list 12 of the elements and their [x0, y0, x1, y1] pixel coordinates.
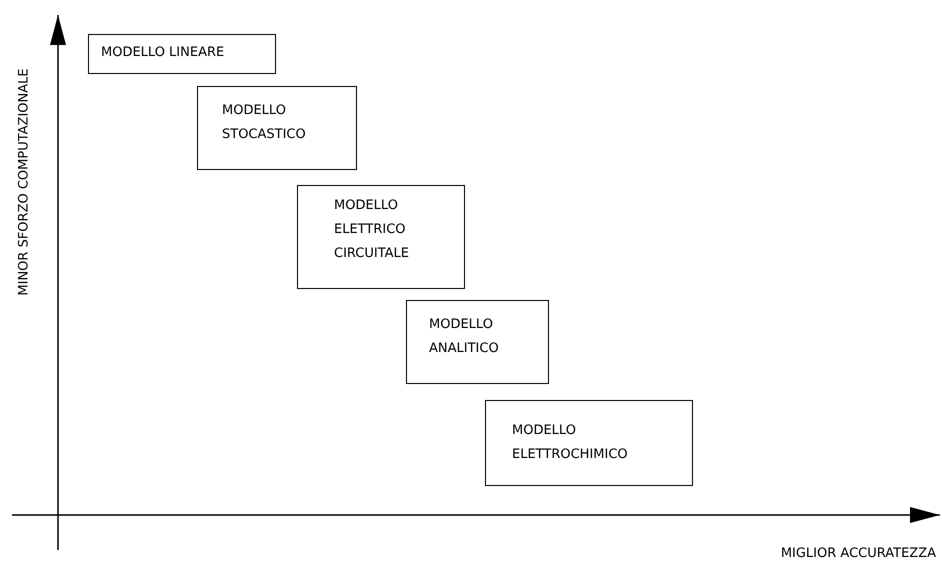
model-box [197, 86, 357, 170]
model-name: MODELLO LINEARE [101, 44, 224, 62]
model-name: MODELLO ELETTROCHIMICO [512, 422, 628, 464]
model-box [485, 400, 693, 486]
y-axis-label: MINOR SFORZO COMPUTAZIONALE [16, 68, 32, 296]
model-box [88, 34, 276, 74]
model-box [406, 300, 549, 384]
x-axis-label: MIGLIOR ACCURATEZZA [780, 546, 936, 561]
model-box [297, 185, 465, 289]
model-name: MODELLO STOCASTICO [222, 102, 306, 144]
model-name: MODELLO ANALITICO [429, 316, 499, 358]
model-name: MODELLO ELETTRICO CIRCUITALE [334, 197, 409, 263]
